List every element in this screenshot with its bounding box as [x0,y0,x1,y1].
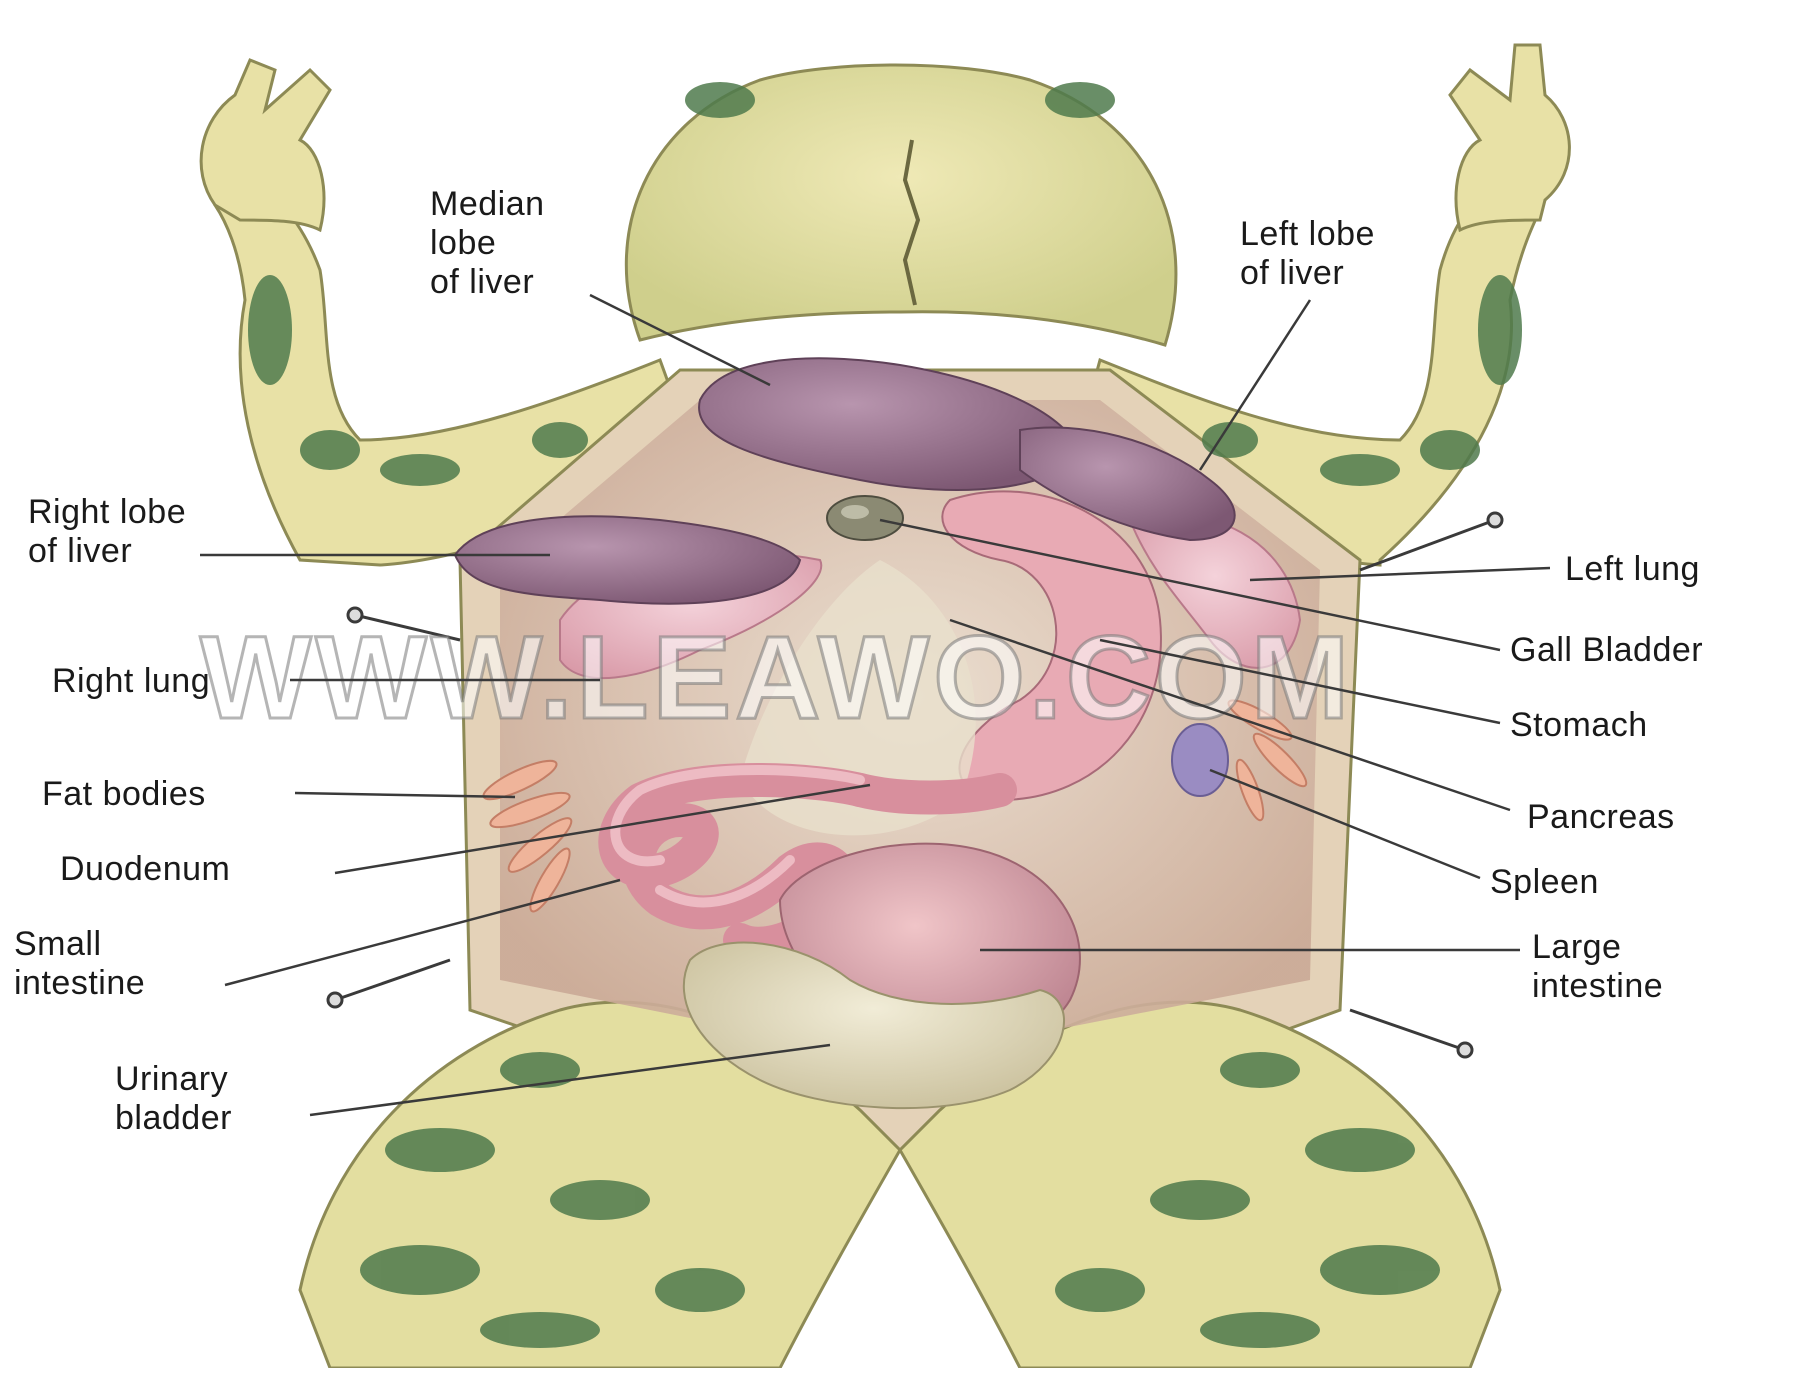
label-gall-bladder: Gall Bladder [1510,631,1703,669]
label-left-lobe-of-liver: Left lobe of liver [1240,215,1385,292]
label-right-lung: Right lung [52,662,210,700]
watermark: WWW.LEAWO.COM [200,612,1353,744]
label-stomach: Stomach [1510,706,1648,744]
left-hand [201,60,330,230]
label-spleen: Spleen [1490,863,1599,901]
label-small-intestine: Small intestine [14,925,145,1002]
label-median-lobe-of-liver: Median lobe of liver [430,185,554,301]
gall-bladder-organ [827,496,903,540]
right-hand [1450,45,1569,230]
label-right-lobe-of-liver: Right lobe of liver [28,493,196,570]
label-duodenum: Duodenum [60,850,230,888]
label-urinary-bladder: Urinary bladder [115,1060,238,1137]
label-pancreas: Pancreas [1527,798,1675,836]
label-large-intestine: Large intestine [1532,928,1663,1005]
label-left-lung: Left lung [1565,550,1700,588]
label-fat-bodies: Fat bodies [42,775,206,813]
